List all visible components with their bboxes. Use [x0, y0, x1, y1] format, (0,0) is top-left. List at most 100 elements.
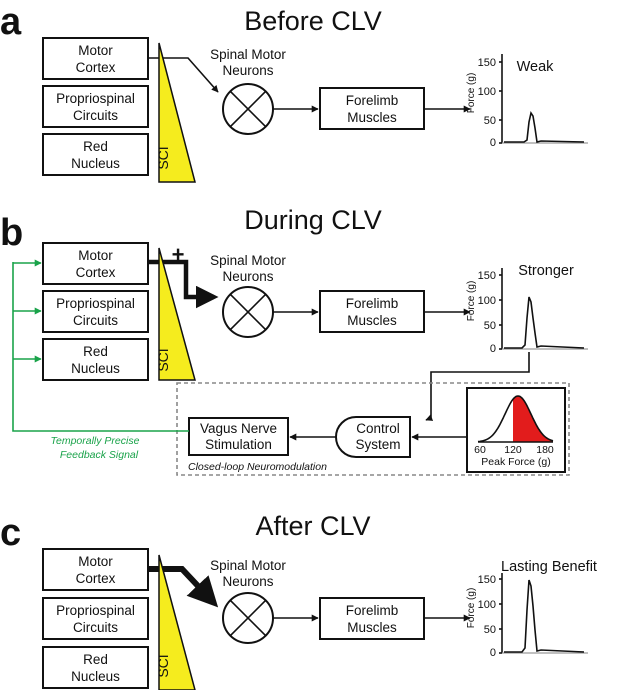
- box-label-line: System: [355, 437, 400, 452]
- box-label-line: Propriospinal: [56, 296, 135, 311]
- force-plot: Force (g) 150 100 50 0 Stronger: [466, 263, 588, 355]
- force-tick: 0: [490, 137, 496, 149]
- force-axis-label: Force (g): [466, 73, 477, 114]
- panel-c: c After CLV Motor Cortex Propriospinal C…: [0, 511, 597, 691]
- sci-label: SCI: [155, 348, 171, 371]
- box-label-line: Cortex: [76, 265, 116, 280]
- box-label-line: Circuits: [73, 313, 118, 328]
- neurons-label-line: Spinal Motor: [210, 47, 286, 62]
- inset-tick: 120: [504, 444, 522, 456]
- force-axis-label: Force (g): [466, 588, 477, 629]
- inset-x-label: Peak Force (g): [481, 456, 550, 468]
- panel-title: After CLV: [255, 511, 370, 541]
- control-system-box: Control System: [335, 416, 411, 458]
- vns-box: Vagus Nerve Stimulation: [188, 417, 289, 456]
- force-tick: 50: [484, 624, 496, 636]
- box-label-line: Propriospinal: [56, 603, 135, 618]
- feedback-tap-line: [425, 352, 530, 421]
- box-label-line: Circuits: [73, 620, 118, 635]
- propriospinal-box: Propriospinal Circuits: [42, 290, 149, 333]
- lasting-pathway: [148, 566, 219, 608]
- box-label-line: Motor: [78, 43, 113, 58]
- box-label-line: Propriospinal: [56, 91, 135, 106]
- forelimb-muscles-box: Forelimb Muscles: [319, 87, 425, 130]
- feedback-label-line: Feedback Signal: [60, 449, 139, 461]
- force-tick: 0: [490, 343, 496, 355]
- box-label-line: Red: [83, 652, 108, 667]
- box-label-line: Motor: [78, 554, 113, 569]
- sci-label: SCI: [155, 146, 171, 169]
- panel-letter: b: [0, 212, 23, 254]
- motor-cortex-box: Motor Cortex: [42, 242, 149, 285]
- peak-force-distribution: [477, 395, 554, 443]
- forelimb-muscles-box: Forelimb Muscles: [319, 597, 425, 640]
- panel-b: b During CLV Motor Cortex Propriospinal …: [0, 205, 588, 476]
- forelimb-muscles-box: Forelimb Muscles: [319, 290, 425, 333]
- box-label-line: Nucleus: [71, 156, 120, 171]
- panel-letter: c: [0, 512, 21, 554]
- box-label-line: Stimulation: [205, 437, 272, 452]
- box-label-line: Motor: [78, 248, 113, 263]
- box-label-line: Vagus Nerve: [200, 421, 277, 436]
- force-tick: 50: [484, 115, 496, 127]
- neurons-label-line: Spinal Motor: [210, 253, 286, 268]
- red-nucleus-box: Red Nucleus: [42, 646, 149, 689]
- outcome-label: Weak: [517, 59, 555, 75]
- propriospinal-box: Propriospinal Circuits: [42, 597, 149, 640]
- neurons-label-line: Neurons: [222, 269, 273, 284]
- closed-loop-label: Closed-loop Neuromodulation: [188, 461, 327, 473]
- box-label-line: Red: [83, 344, 108, 359]
- box-label-line: Muscles: [347, 620, 397, 635]
- box-label-line: Forelimb: [346, 93, 399, 108]
- force-tick: 150: [478, 574, 496, 586]
- box-label-line: Red: [83, 139, 108, 154]
- propriospinal-box: Propriospinal Circuits: [42, 85, 149, 128]
- inset-tick: 60: [474, 444, 486, 456]
- box-label-line: Nucleus: [71, 361, 120, 376]
- panel-title: Before CLV: [244, 6, 382, 36]
- neurons-label-line: Neurons: [222, 63, 273, 78]
- force-axis-label: Force (g): [466, 281, 477, 322]
- force-plot: Force (g) 150 100 50 0 Lasting Benefit: [466, 559, 597, 659]
- panel-title: During CLV: [244, 205, 382, 235]
- box-label-line: Muscles: [347, 313, 397, 328]
- box-label-line: Cortex: [76, 60, 116, 75]
- force-tick: 150: [478, 57, 496, 69]
- feedback-label-line: Temporally Precise: [51, 435, 140, 447]
- outcome-label: Lasting Benefit: [501, 559, 597, 575]
- force-tick: 0: [490, 647, 496, 659]
- force-tick: 150: [478, 270, 496, 282]
- plus-sign: +: [172, 242, 185, 267]
- force-trace: [504, 296, 585, 349]
- strengthened-pathway: [148, 259, 219, 309]
- force-tick: 100: [478, 295, 496, 307]
- box-label-line: Control: [356, 421, 400, 436]
- force-plot: Force (g) 150 100 50 0 Weak: [466, 54, 588, 149]
- force-tick: 50: [484, 320, 496, 332]
- closed-loop-frame: [176, 382, 570, 476]
- red-nucleus-box: Red Nucleus: [42, 338, 149, 381]
- box-label-line: Forelimb: [346, 603, 399, 618]
- peak-force-inset: 60 120 180 Peak Force (g): [466, 387, 566, 473]
- sci-label: SCI: [155, 654, 171, 677]
- box-label-line: Cortex: [76, 571, 116, 586]
- sci-lesion-triangle: [158, 42, 196, 183]
- panel-letter: a: [0, 1, 22, 43]
- spinal-motor-neurons-node: [222, 592, 274, 644]
- neurons-label-line: Spinal Motor: [210, 558, 286, 573]
- force-trace: [504, 110, 585, 143]
- sci-lesion-triangle: [158, 247, 196, 381]
- spinal-motor-neurons-node: [222, 83, 274, 135]
- force-tick: 100: [478, 86, 496, 98]
- force-tick: 100: [478, 599, 496, 611]
- feedback-signal-path: [12, 259, 189, 432]
- outcome-label: Stronger: [518, 263, 574, 279]
- red-nucleus-box: Red Nucleus: [42, 133, 149, 176]
- spinal-motor-neurons-node: [222, 286, 274, 338]
- box-label-line: Circuits: [73, 108, 118, 123]
- force-trace: [504, 579, 585, 653]
- inset-tick: 180: [536, 444, 554, 456]
- neurons-label-line: Neurons: [222, 574, 273, 589]
